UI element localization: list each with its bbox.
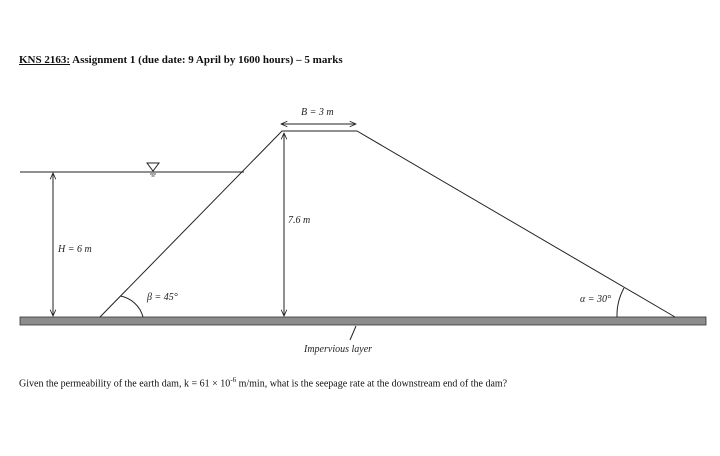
impervious-layer xyxy=(19,316,707,326)
question-text: Given the permeability of the earth dam,… xyxy=(19,376,507,389)
assignment-heading: KNS 2163: Assignment 1 (due date: 9 Apri… xyxy=(19,54,343,66)
water-depth-label: H = 6 m xyxy=(57,244,92,255)
water-level-icon xyxy=(146,162,160,177)
impervious-layer-label: Impervious layer xyxy=(303,344,372,355)
downstream-angle-arc xyxy=(616,287,625,318)
assignment-title: Assignment 1 (due date: 9 April by 1600 … xyxy=(70,54,343,66)
downstream-angle-label: α = 30° xyxy=(580,294,611,305)
upstream-angle-label: β = 45° xyxy=(146,292,178,303)
crest-width-label: B = 3 m xyxy=(301,107,334,118)
impervious-layer-leader xyxy=(349,325,357,341)
course-code: KNS 2163: xyxy=(19,54,71,66)
upstream-angle-arc xyxy=(120,295,144,318)
question-exponent: -6 xyxy=(230,376,237,384)
question-prefix: Given the permeability of the earth dam,… xyxy=(19,378,231,390)
dam-height-label: 7.6 m xyxy=(288,215,310,226)
question-suffix: m/min, what is the seepage rate at the d… xyxy=(236,378,508,390)
dam-profile xyxy=(99,130,676,318)
